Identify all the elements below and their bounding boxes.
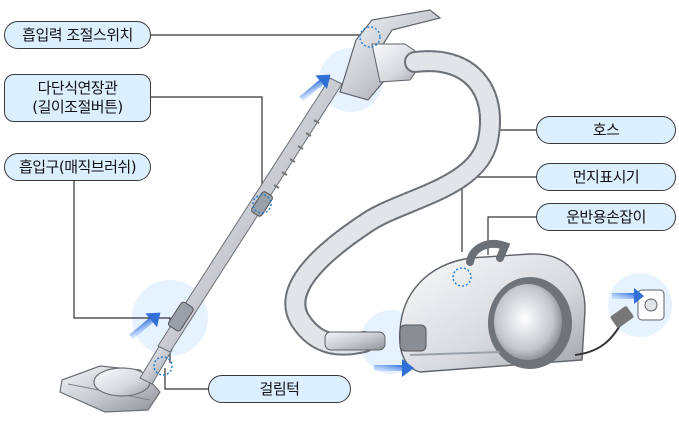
label-nozzle: 흡입구(매직브러쉬): [4, 153, 151, 181]
hose-end-coupling: [325, 332, 385, 350]
label-extension-pipe-line1: 다단식연장관: [38, 79, 118, 98]
label-hose: 호스: [536, 116, 676, 144]
label-dust-indicator: 먼지표시기: [536, 163, 676, 191]
cleaner-body: [400, 244, 585, 372]
label-suction-switch: 흡입력 조절스위치: [4, 21, 151, 49]
label-extension-pipe-line2: (길이조절버튼): [32, 98, 123, 117]
extension-pipe: [158, 78, 342, 352]
label-extension-pipe: 다단식연장관 (길이조절버튼): [4, 74, 151, 122]
label-hook: 걸림턱: [208, 375, 351, 403]
nozzle-brush: [60, 345, 172, 412]
label-carry-handle: 운반용손잡이: [536, 203, 676, 231]
